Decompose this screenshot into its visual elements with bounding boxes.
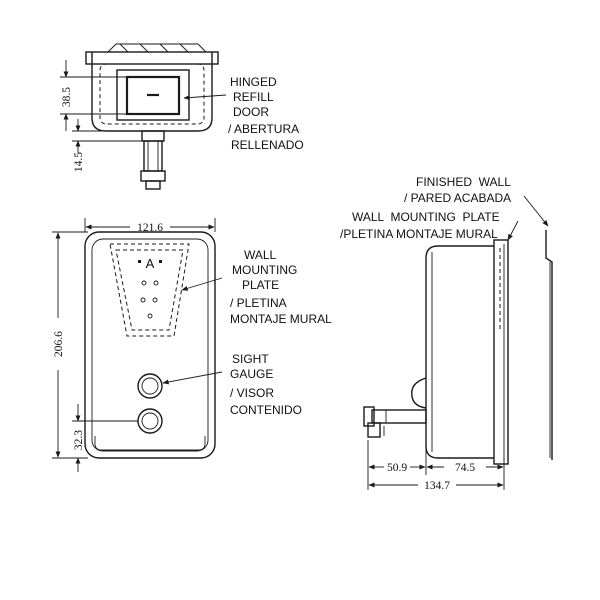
svg-text:/ VISOR: / VISOR <box>230 386 274 400</box>
top-view-flange <box>85 51 219 65</box>
svg-text:PLATE: PLATE <box>242 278 279 292</box>
wall-mounting-plate-outline <box>109 243 190 337</box>
front-view: A 121.6 206.6 <box>52 218 332 472</box>
dim-side-depths: 50.9 74.5 <box>367 440 505 490</box>
dim-valve-depth-text: 50.9 <box>387 462 407 474</box>
svg-text:MOUNTING: MOUNTING <box>232 263 297 277</box>
dim-gauge-text: 32.3 <box>73 430 85 450</box>
svg-text:/ PLETINA: / PLETINA <box>230 296 287 310</box>
top-view-valve <box>140 130 166 190</box>
dim-width-text: 121.6 <box>137 222 163 234</box>
sight-gauge <box>137 373 163 434</box>
finished-wall <box>545 230 553 460</box>
svg-text:/ PARED ACABADA: / PARED ACABADA <box>404 191 511 205</box>
svg-text:MONTAJE MURAL: MONTAJE MURAL <box>230 312 332 326</box>
dim-door-height: 38.5 <box>60 60 126 131</box>
svg-text:CONTENIDO: CONTENIDO <box>230 403 302 417</box>
svg-text:RELLENADO: RELLENADO <box>231 138 304 152</box>
dim-valve-text: 14.5 <box>73 152 85 172</box>
svg-text:/PLETINA MONTAJE MURAL: /PLETINA MONTAJE MURAL <box>340 227 498 241</box>
sight-gauge-label: SIGHT GAUGE / VISOR CONTENIDO <box>230 352 302 417</box>
finished-wall-label: FINISHED WALL / PARED ACABADA <box>404 175 511 205</box>
svg-text:DOOR: DOOR <box>233 105 269 119</box>
side-mounting-plate-label: WALL MOUNTING PLATE /PLETINA MONTAJE MUR… <box>340 210 500 241</box>
svg-text:GAUGE: GAUGE <box>230 367 273 381</box>
dim-gauge: 32.3 <box>72 404 138 472</box>
svg-text:WALL MOUNTING PLATE: WALL MOUNTING PLATE <box>352 210 500 224</box>
svg-text:SIGHT: SIGHT <box>232 352 269 366</box>
svg-text:REFILL: REFILL <box>233 90 274 104</box>
plate-mark: A <box>146 256 155 271</box>
hinged-door-label: HINGED REFILL DOOR / ABERTURA RELLENADO <box>228 75 304 152</box>
side-view-valve <box>363 406 427 438</box>
dim-door-height-text: 38.5 <box>61 87 73 107</box>
front-view-body <box>84 231 216 459</box>
dim-total-depth: 134.7 <box>368 480 504 492</box>
wall-mounting-plate-label: WALL MOUNTING PLATE / PLETINA MONTAJE MU… <box>230 248 332 326</box>
dim-width: 121.6 <box>84 218 216 234</box>
top-view: 38.5 14.5 HINGED REFILL DOOR / ABERTURA … <box>60 43 304 190</box>
side-view-mounting-plate <box>493 239 509 465</box>
svg-text:WALL: WALL <box>244 248 277 262</box>
side-view-body <box>425 245 494 459</box>
side-view: 50.9 74.5 134.7 FINISHED WALL / PARED AC… <box>340 175 553 492</box>
svg-text:FINISHED WALL: FINISHED WALL <box>416 175 511 189</box>
dim-body-depth-text: 74.5 <box>455 462 475 474</box>
dim-height: 206.6 <box>52 231 88 459</box>
svg-text:HINGED: HINGED <box>230 75 277 89</box>
hinged-refill-door <box>116 69 190 121</box>
dim-valve: 14.5 <box>72 119 142 172</box>
dim-total-depth-text: 134.7 <box>424 480 450 492</box>
svg-text:/ ABERTURA: / ABERTURA <box>228 122 299 136</box>
dim-height-text: 206.6 <box>53 331 65 357</box>
